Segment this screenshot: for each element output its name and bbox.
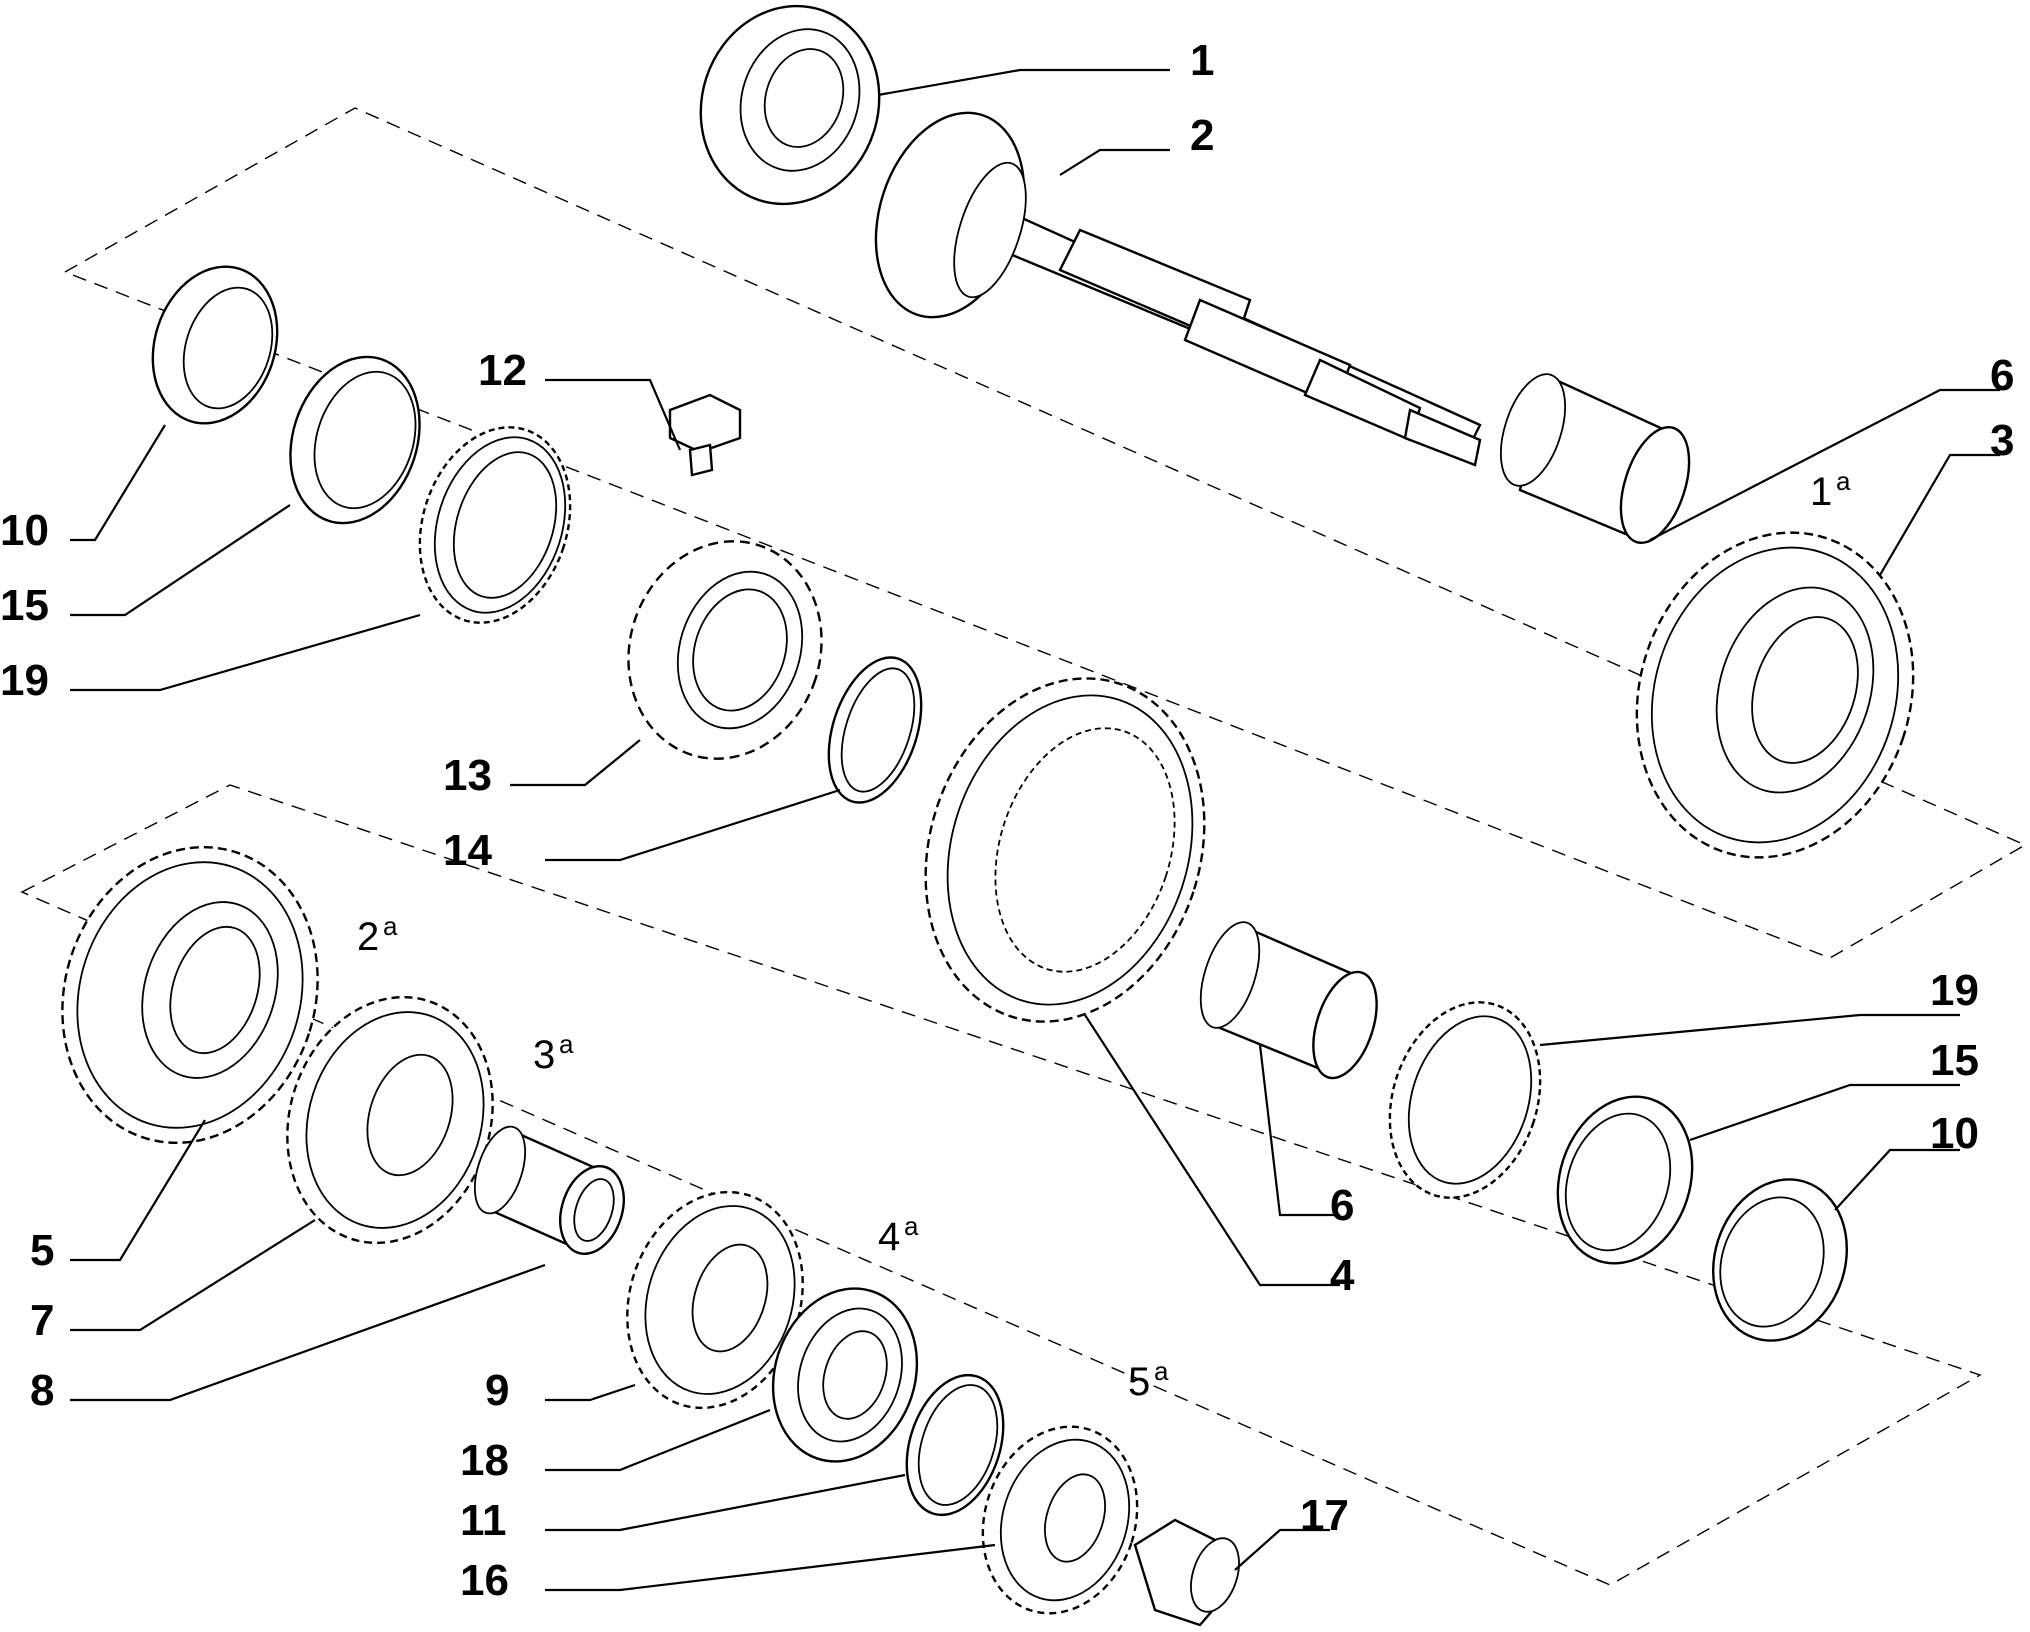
part-number-19-left: 19 [0, 656, 49, 705]
part-number-15-right: 15 [1930, 1036, 1979, 1085]
part-number-5: 5 [30, 1226, 54, 1275]
nut-part-17 [1133, 1518, 1240, 1627]
cone-ring-part-15-left [289, 355, 421, 525]
svg-text:2: 2 [357, 915, 379, 959]
leader-lines [70, 68, 2000, 1592]
snap-ring-part-14 [827, 656, 923, 804]
part-number-10-left: 10 [0, 506, 49, 555]
bushing-part-8 [473, 1125, 625, 1255]
part-number-18: 18 [460, 1436, 509, 1485]
part-number-19-right: 19 [1930, 966, 1979, 1015]
gear-label-1a: 1 a [1810, 466, 1851, 514]
svg-text:a: a [1836, 466, 1851, 496]
part-number-3: 3 [1990, 416, 2014, 465]
part-number-10-right: 10 [1930, 1109, 1979, 1158]
synchro-ring-part-10-right [1711, 1178, 1849, 1342]
part-number-14: 14 [443, 826, 492, 875]
svg-text:a: a [1154, 1356, 1169, 1386]
gear-label-4a: 4 a [878, 1211, 919, 1259]
group-box-upper [63, 107, 2027, 959]
svg-text:3: 3 [533, 1033, 555, 1077]
gear-part-3 [1635, 531, 1915, 859]
part-number-7: 7 [30, 1296, 54, 1345]
svg-text:4: 4 [878, 1215, 900, 1259]
svg-text:1: 1 [1810, 470, 1832, 514]
part-number-6-upper: 6 [1990, 351, 2014, 400]
gear-part-7 [286, 995, 494, 1245]
part-number-6-lower: 6 [1330, 1181, 1354, 1230]
part-number-12: 12 [478, 346, 527, 395]
part-number-9: 9 [485, 1366, 509, 1415]
group-box-lower [20, 784, 1982, 1586]
bearing-part-18 [771, 1287, 919, 1463]
synchro-hub-part-13 [627, 540, 823, 760]
washer-part-11 [905, 1373, 1005, 1517]
gear-part-9 [626, 1190, 804, 1410]
synchro-ring-part-19-left [418, 426, 572, 624]
gear-part-5 [61, 846, 319, 1144]
part-number-15-left: 15 [0, 581, 49, 630]
part-number-11: 11 [460, 1496, 507, 1545]
bearing-part-1 [699, 4, 881, 206]
gear-label-5a: 5 a [1128, 1356, 1169, 1404]
svg-text:a: a [383, 911, 398, 941]
synchro-ring-part-10-left [151, 265, 279, 425]
main-shaft-part-2 [874, 111, 1482, 467]
svg-text:5: 5 [1128, 1360, 1150, 1404]
synchro-ring-part-19-right [1388, 1001, 1542, 1199]
part-number-13: 13 [443, 751, 492, 800]
gear-label-2a: 2 a [357, 911, 398, 959]
part-number-8: 8 [30, 1366, 54, 1415]
key-part-12 [668, 393, 742, 477]
needle-bearing-part-6-upper [1500, 373, 1691, 545]
needle-bearing-part-6-lower [1199, 921, 1378, 1080]
part-number-16: 16 [460, 1556, 509, 1605]
gear-label-3a: 3 a [533, 1029, 574, 1077]
part-number-4: 4 [1330, 1251, 1355, 1300]
svg-text:a: a [904, 1211, 919, 1241]
part-number-1: 1 [1190, 36, 1214, 85]
svg-text:a: a [559, 1029, 574, 1059]
part-number-2: 2 [1190, 111, 1214, 160]
cone-ring-part-15-right [1556, 1095, 1694, 1265]
part-number-17: 17 [1300, 1491, 1349, 1540]
sleeve-gear-part-4 [924, 677, 1206, 1023]
gear-part-16 [981, 1425, 1139, 1615]
